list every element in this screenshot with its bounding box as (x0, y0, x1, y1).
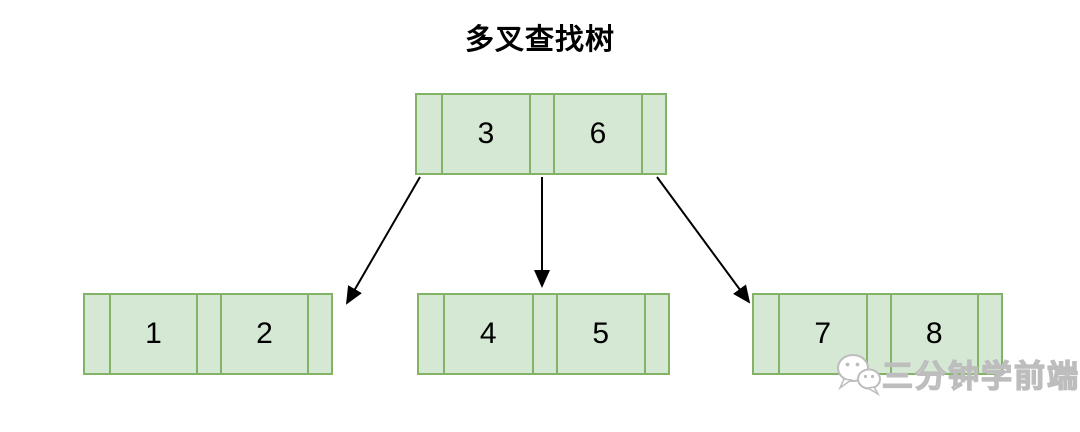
arrow-root-to-right-child (656, 176, 751, 304)
pointer-cell (754, 295, 778, 373)
pointer-cell (865, 295, 890, 373)
btree-node-child-right: 7 8 (752, 293, 1003, 375)
key-cell: 6 (553, 95, 641, 173)
btree-node-child-left: 1 2 (83, 293, 333, 375)
key-cell: 1 (109, 295, 196, 373)
btree-node-root: 3 6 (415, 93, 667, 175)
diagram-title: 多叉查找树 (464, 24, 615, 56)
key-cell: 2 (220, 295, 307, 373)
key-cell: 5 (555, 295, 645, 373)
pointer-cell (85, 295, 109, 373)
key-cell: 4 (443, 295, 532, 373)
pointer-cell (419, 295, 443, 373)
pointer-cell (977, 295, 1001, 373)
pointer-cell (196, 295, 220, 373)
pointer-cell (417, 95, 441, 173)
pointer-cell (644, 295, 668, 373)
pointer-cell (529, 95, 553, 173)
btree-node-child-middle: 4 5 (417, 293, 670, 375)
pointer-cell (531, 295, 556, 373)
key-cell: 7 (778, 295, 866, 373)
pointer-cell (307, 295, 331, 373)
key-cell: 8 (889, 295, 978, 373)
pointer-cell (641, 95, 665, 173)
key-cell: 3 (441, 95, 529, 173)
arrow-root-to-left-child (345, 176, 421, 305)
